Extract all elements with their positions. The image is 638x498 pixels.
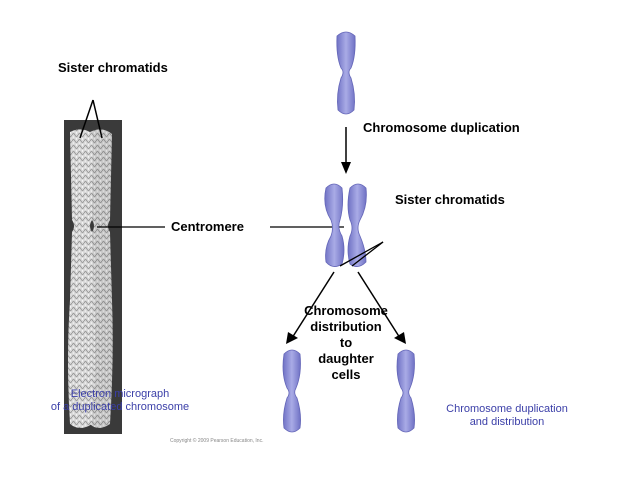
caption-dup-line: and distribution: [469, 416, 545, 428]
label-distribution-line: cells: [331, 367, 361, 382]
duplicated-chromatid-left: [324, 183, 345, 267]
daughter-chromosome-left: [282, 349, 301, 433]
arrow-left-head: [286, 332, 298, 344]
single-chromosome: [336, 31, 356, 115]
caption-dup-line: Chromosome duplication: [446, 403, 568, 415]
duplicated-chromatid-right: [347, 183, 367, 267]
caption-duplication-distribution: Chromosome duplication and distribution: [422, 403, 592, 429]
distribution-arrows: [286, 271, 406, 344]
label-distribution-line: daughter: [318, 351, 374, 366]
sister-chromatids-pointer-right: [339, 241, 384, 267]
label-sister-chromatids-right: Sister chromatids: [395, 192, 505, 207]
micrograph-chromatid-right: [88, 129, 113, 428]
pointer-line: [92, 99, 103, 139]
label-distribution-line: distribution: [310, 319, 382, 334]
arrow-left-line: [291, 271, 335, 339]
caption-micrograph: Electron micrograph of a duplicated chro…: [30, 388, 210, 414]
duplication-arrow: [341, 127, 351, 174]
label-distribution-line: to: [339, 335, 353, 350]
label-centromere: Centromere: [171, 219, 244, 234]
pointer-line: [79, 99, 94, 139]
copyright-notice: Copyright © 2009 Pearson Education, Inc.: [170, 438, 264, 444]
sister-chromatids-pointer-left: [79, 99, 103, 139]
caption-micrograph-line: Electron micrograph: [70, 388, 170, 400]
duplicated-chromosome: [324, 183, 367, 267]
daughter-chromosome-right: [396, 349, 415, 433]
arrow-right-line: [357, 271, 401, 339]
arrow-right-head: [394, 332, 406, 344]
label-distribution-line: Chromosome: [304, 303, 388, 318]
caption-micrograph-line: of a duplicated chromosome: [50, 401, 190, 413]
label-distribution: Chromosome distribution to daughter cell…: [285, 303, 407, 383]
label-sister-chromatids-left: Sister chromatids: [58, 60, 168, 75]
label-chromosome-duplication: Chromosome duplication: [363, 120, 520, 135]
electron-micrograph: [64, 120, 122, 434]
micrograph-chromatid-left: [68, 129, 95, 428]
